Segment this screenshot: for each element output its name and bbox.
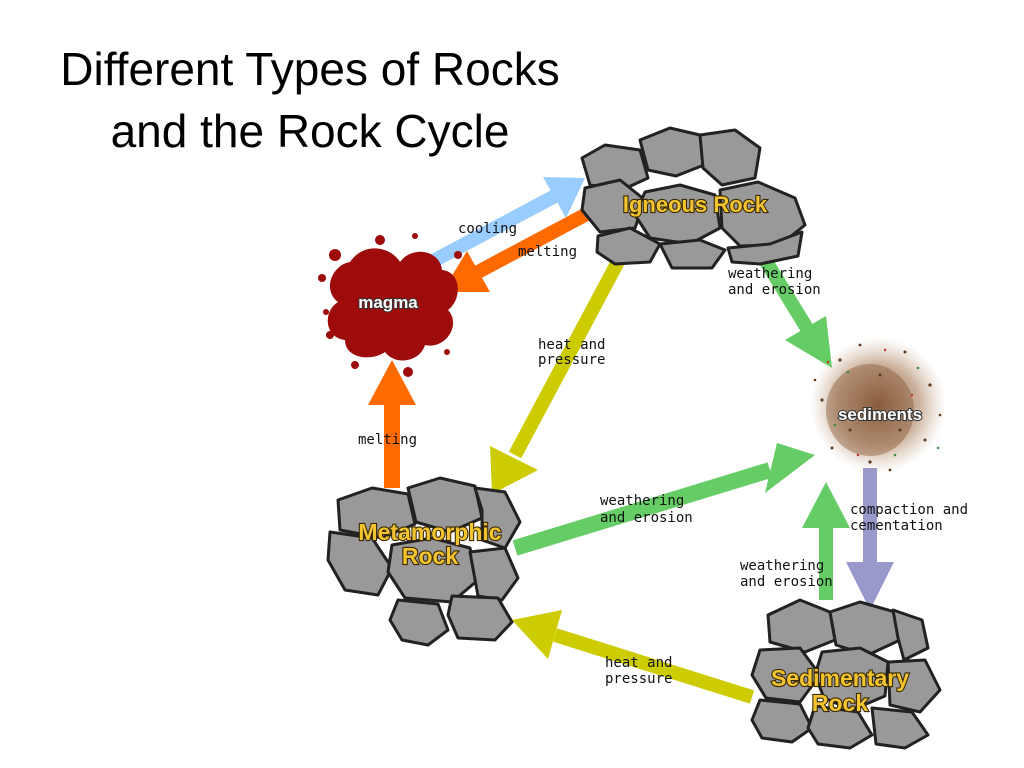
igneous-rock-label: Igneous Rock (623, 192, 768, 217)
heat-pressure-label-igneous: heat and pressure (538, 337, 605, 368)
melting-label-metamorphic: melting (358, 432, 417, 448)
heat-pressure-arrow-igneous (490, 254, 627, 494)
melting-arrow-metamorphic (368, 360, 416, 488)
metamorphic-rock-label-line-2: Rock (402, 543, 458, 569)
slide-title: Different Types of Rocks and the Rock Cy… (0, 38, 620, 162)
metamorphic-rock-label-line-1: Metamorphic (358, 519, 501, 545)
weathering-arrow-metamorphic (512, 443, 815, 556)
sedimentary-rock-label: Sedimentary Rock (770, 664, 910, 717)
igneous-rock-pile (580, 126, 807, 270)
sediments-label: sediments (838, 405, 922, 424)
heat-pressure-arrow-sedimentary (512, 610, 755, 704)
magma-label: magma (358, 293, 418, 312)
weathering-arrow-sedimentary (802, 482, 850, 600)
weathering-label-sedimentary-line-2: and erosion (740, 574, 833, 590)
compaction-label: compaction and cementation (850, 502, 968, 534)
heat-pressure-label-sedimentary-line-1: heat and (605, 655, 672, 671)
heat-pressure-label-igneous-line-2: pressure (538, 352, 605, 368)
weathering-label-sedimentary-line-1: weathering (740, 558, 824, 574)
weathering-label-metamorphic-line-1: weathering (600, 493, 684, 509)
title-line-1: Different Types of Rocks (60, 43, 560, 95)
heat-pressure-label-sedimentary-line-2: pressure (605, 671, 672, 687)
cooling-arrow (416, 177, 585, 275)
title-line-2: and the Rock Cycle (110, 105, 510, 157)
weathering-label-metamorphic: weathering and erosion (600, 493, 693, 526)
sedimentary-rock-label-line-1: Sedimentary (771, 665, 909, 691)
weathering-label-sedimentary: weathering and erosion (740, 558, 833, 590)
cooling-label: cooling (458, 221, 517, 237)
weathering-label-igneous-line-1: weathering (728, 266, 812, 282)
heat-pressure-label-igneous-line-1: heat and (538, 337, 605, 353)
magma-splat (318, 233, 462, 377)
heat-pressure-label-sedimentary: heat and pressure (605, 655, 672, 687)
melting-label-igneous: melting (518, 244, 577, 260)
compaction-label-line-1: compaction and (850, 502, 968, 518)
metamorphic-rock-pile (326, 476, 522, 647)
weathering-label-igneous-line-2: and erosion (728, 282, 821, 298)
weathering-label-metamorphic-line-2: and erosion (600, 510, 693, 526)
compaction-arrow (846, 468, 894, 610)
sedimentary-rock-pile (750, 598, 942, 750)
sediments-cloud (810, 337, 946, 473)
sedimentary-rock-label-line-2: Rock (812, 690, 868, 716)
compaction-label-line-2: cementation (850, 518, 943, 534)
weathering-label-igneous: weathering and erosion (728, 266, 821, 298)
metamorphic-rock-label: Metamorphic Rock (357, 518, 503, 570)
